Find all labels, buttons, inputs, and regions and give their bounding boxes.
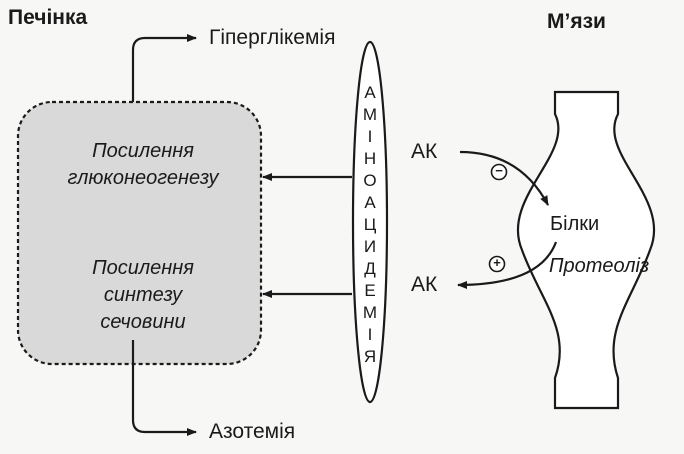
azotemia-label: Азотемія [209, 420, 296, 443]
activation-circle [488, 255, 506, 273]
blood-letter: А [364, 83, 376, 102]
blood-letter: Н [363, 149, 377, 168]
arrow-to-azotemia [131, 340, 197, 436]
blood-letter: Я [363, 347, 377, 366]
blood-letter: И [363, 237, 377, 256]
arrow-aa-to-proteins [459, 150, 549, 206]
urea-synthesis-line2: синтезу [103, 284, 183, 306]
urea-synthesis-line3: сечовини [100, 311, 186, 333]
muscle-shape [516, 90, 656, 410]
urea-synthesis-line1: Посилення [92, 257, 194, 279]
blood-letter: А [364, 193, 376, 212]
blood-letter: Е [364, 281, 376, 300]
blood-letter: М [362, 303, 378, 322]
liver-box [16, 100, 263, 366]
arrow-to-hyperglycemia [131, 34, 197, 102]
gluconeogenesis-line2: глюконеогенезу [67, 167, 219, 189]
blood-letter: І [367, 325, 373, 344]
blood-letter: Ц [363, 215, 377, 234]
inhibition-circle [490, 163, 508, 181]
proteolysis-label: Протеоліз [549, 255, 650, 277]
liver-title: Печінка [8, 6, 88, 29]
activation-sign: + [493, 255, 501, 270]
blood-letter: І [367, 127, 373, 146]
proteins-label: Білки [550, 213, 600, 235]
aminoacidemia-ellipse [351, 40, 389, 404]
arrow-proteins-to-aa [457, 241, 558, 289]
aa-label-top: АК [411, 140, 438, 163]
urea-synthesis-text: Посилення синтезу сечовини [48, 255, 238, 336]
blood-letter: О [363, 171, 377, 190]
hyperglycemia-label: Гіперглікемія [209, 26, 336, 49]
blood-letter: М [362, 105, 378, 124]
muscle-title: М’язи [547, 10, 606, 33]
blood-letter: Д [364, 259, 376, 278]
gluconeogenesis-line1: Посилення [92, 140, 194, 162]
gluconeogenesis-text: Посилення глюконеогенезу [48, 138, 238, 192]
aa-label-bottom: АК [411, 273, 438, 296]
inhibition-sign: − [495, 163, 503, 178]
